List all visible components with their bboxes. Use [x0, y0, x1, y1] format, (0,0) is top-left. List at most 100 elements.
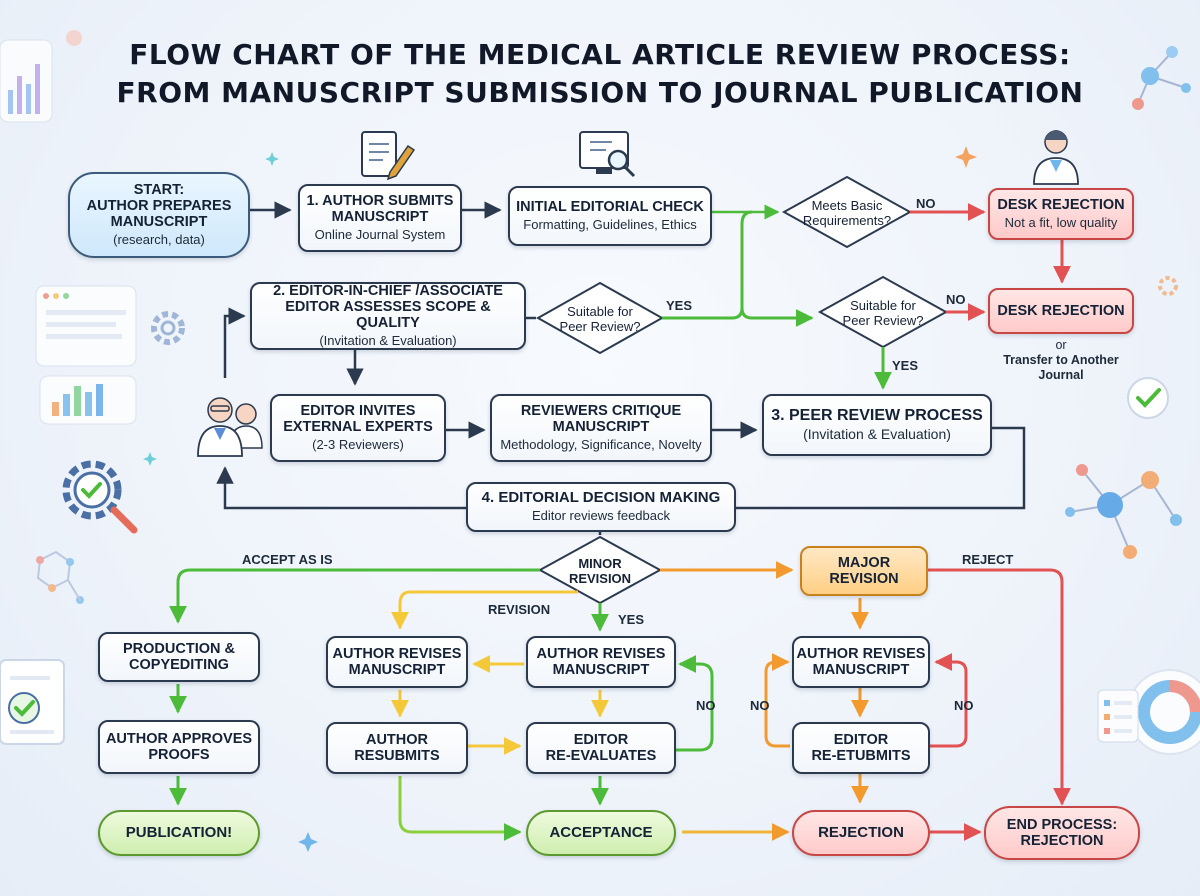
no-label-right-loop: NO [954, 698, 974, 713]
document-pencil-icon [361, 131, 416, 181]
yes-label-suitable-b: YES [892, 358, 919, 373]
peer-review-node: 3. PEER REVIEW PROCESS (Invitation & Eva… [762, 394, 992, 456]
editors-icon [197, 397, 263, 457]
assess-line-2: EDITOR ASSESSES SCOPE & QUALITY [285, 299, 491, 331]
submit-line-2: MANUSCRIPT [331, 209, 429, 225]
desk-rejection-1-sub: Not a fit, low quality [1004, 215, 1118, 230]
assess-node: 2. EDITOR-IN-CHIEF /ASSOCIATE EDITOR ASS… [250, 282, 526, 350]
molecule-icon [1132, 46, 1191, 110]
suitable-peer-review-diamond-a [535, 281, 665, 355]
publication-node: PUBLICATION! [98, 810, 260, 856]
submit-sub: Online Journal System [314, 227, 446, 242]
meets-requirements-diamond [781, 175, 913, 249]
no-label-mid-loop: NO [696, 698, 716, 713]
invite-sub: (2-3 Reviewers) [312, 437, 404, 452]
reject-label: REJECT [962, 552, 1014, 567]
retubmits-line-2: RE-ETUBMITS [811, 748, 911, 764]
production-line-2: COPYEDITING [129, 657, 229, 673]
peer-review-sub: (Invitation & Evaluation) [803, 426, 951, 442]
start-line-1: START: [133, 182, 185, 198]
acceptance-title: ACCEPTANCE [549, 824, 653, 841]
meets-line-2: Requirements? [802, 213, 892, 228]
revises-b-line-2: MANUSCRIPT [552, 662, 650, 678]
critique-line-1: REVIEWERS CRITIQUE [520, 403, 682, 419]
resubmits-line-1: AUTHOR [365, 732, 429, 748]
accept-as-is-label: ACCEPT AS IS [242, 552, 333, 567]
transfer-note: or Transfer to Another Journal [988, 338, 1134, 383]
start-line-3: MANUSCRIPT [110, 214, 208, 230]
decision-title: 4. EDITORIAL DECISION MAKING [481, 489, 721, 506]
decision-sub: Editor reviews feedback [531, 508, 670, 523]
desk-rejection-1-title: DESK REJECTION [997, 197, 1125, 213]
checkmark-circle-icon [1127, 377, 1169, 419]
minor-line-1: MINOR [578, 556, 622, 571]
start-line-2: AUTHOR PREPARES [86, 198, 232, 214]
production-node: PRODUCTION & COPYEDITING [98, 632, 260, 682]
invite-line-2: EXTERNAL EXPERTS [283, 419, 433, 435]
transfer-line-1: Transfer to Another [1003, 353, 1119, 367]
invite-node: EDITOR INVITES EXTERNAL EXPERTS (2-3 Rev… [270, 394, 446, 462]
sparkle-icon [143, 146, 977, 852]
start-sub: (research, data) [113, 232, 205, 247]
yes-label-suitable-a: YES [666, 298, 693, 313]
molecule-icon [36, 550, 84, 604]
start-node: START: AUTHOR PREPARES MANUSCRIPT (resea… [68, 172, 250, 258]
transfer-line-2: Journal [1038, 368, 1084, 382]
resubmits-node: AUTHOR RESUBMITS [326, 722, 468, 774]
retubmits-line-1: EDITOR [833, 732, 889, 748]
no-label-suitable: NO [946, 292, 966, 307]
end-line-2: REJECTION [1020, 833, 1104, 849]
desk-rejection-node-1: DESK REJECTION Not a fit, low quality [988, 188, 1134, 240]
suitable-a-line-1: Suitable for [567, 304, 633, 319]
revises-b-node: AUTHOR REVISES MANUSCRIPT [526, 636, 676, 688]
peer-review-title: 3. PEER REVIEW PROCESS [771, 407, 983, 424]
rejection-title: REJECTION [818, 824, 904, 841]
bar-chart-icon [35, 285, 137, 425]
title-line-2: FROM MANUSCRIPT SUBMISSION TO JOURNAL PU… [116, 76, 1084, 109]
no-label-meets: NO [916, 196, 936, 211]
document-check-icon [0, 659, 65, 745]
revises-c-line-2: MANUSCRIPT [812, 662, 910, 678]
gear-icon [151, 276, 1178, 345]
major-revision-node: MAJOR REVISION [800, 546, 928, 596]
page-title: FLOW CHART OF THE MEDICAL ARTICLE REVIEW… [0, 36, 1200, 112]
desk-rejection-2-title: DESK REJECTION [997, 303, 1125, 319]
decision-node: 4. EDITORIAL DECISION MAKING Editor revi… [466, 482, 736, 532]
end-line-1: END PROCESS: [1006, 817, 1118, 833]
critique-line-2: MANUSCRIPT [552, 419, 650, 435]
no-label-left-loop: NO [750, 698, 770, 713]
title-line-1: FLOW CHART OF THE MEDICAL ARTICLE REVIEW… [129, 38, 1071, 71]
revises-a-line-1: AUTHOR REVISES [332, 646, 462, 662]
approves-node: AUTHOR APPROVES PROOFS [98, 720, 260, 774]
molecule-icon [1065, 464, 1182, 559]
revises-c-line-1: AUTHOR REVISES [796, 646, 926, 662]
revises-a-line-2: MANUSCRIPT [348, 662, 446, 678]
suitable-a-line-2: Peer Review? [559, 319, 641, 334]
doctor-icon [1033, 130, 1079, 185]
critique-sub: Methodology, Significance, Novelty [500, 437, 702, 452]
assess-line-1: 2. EDITOR-IN-CHIEF /ASSOCIATE [273, 283, 503, 299]
meets-requirements-text: Meets Basic Requirements? [794, 198, 900, 228]
or-label: or [1055, 338, 1067, 352]
initial-check-sub: Formatting, Guidelines, Ethics [523, 217, 697, 232]
production-line-1: PRODUCTION & [123, 641, 235, 657]
invite-line-1: EDITOR INVITES [300, 403, 416, 419]
reevaluates-line-2: RE-EVALUATES [545, 748, 657, 764]
suitable-b-line-2: Peer Review? [842, 313, 924, 328]
approves-line-1: AUTHOR APPROVES [105, 731, 253, 747]
monitor-magnifier-icon [579, 131, 636, 178]
approves-line-2: PROOFS [148, 747, 210, 763]
suitable-a-text: Suitable for Peer Review? [550, 304, 650, 334]
resubmits-line-2: RESUBMITS [354, 748, 440, 764]
major-line-2: REVISION [829, 571, 899, 587]
pie-chart-icon [1097, 669, 1200, 755]
bar-chart-icon [0, 30, 82, 123]
initial-check-title: INITIAL EDITORIAL CHECK [516, 199, 704, 215]
meets-line-1: Meets Basic [811, 198, 883, 213]
connectors [169, 201, 1071, 841]
submit-node: 1. AUTHOR SUBMITS MANUSCRIPT Online Jour… [298, 184, 462, 252]
assess-sub: (Invitation & Evaluation) [319, 333, 457, 348]
acceptance-node: ACCEPTANCE [526, 810, 676, 856]
major-line-1: MAJOR [837, 555, 891, 571]
